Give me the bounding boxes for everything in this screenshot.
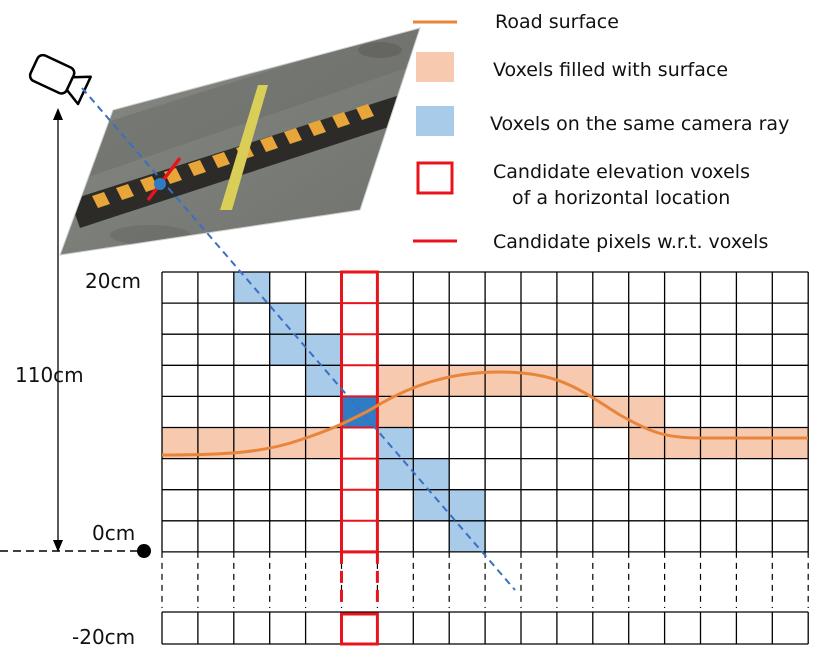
camera-height-label: 110cm	[15, 363, 84, 387]
height-axis	[0, 108, 151, 558]
legend-swatch-ray	[416, 106, 454, 136]
filled-voxel	[449, 365, 486, 397]
candidate-bottom-voxel	[340, 612, 379, 646]
legend-label-road-surface: Road surface	[495, 11, 619, 33]
candidate-pixels-segment	[146, 156, 182, 202]
filled-voxel	[377, 365, 414, 397]
camera-ray-line	[81, 87, 516, 591]
ray-hit-point-photo	[154, 178, 166, 190]
legend-label-filled: Voxels filled with surface	[493, 59, 728, 81]
ray-voxel	[305, 365, 342, 397]
filled-voxel	[485, 365, 521, 397]
filled-voxel	[736, 427, 773, 459]
filled-voxel	[664, 427, 701, 459]
road-photo	[59, 27, 421, 256]
legend-label-ray: Voxels on the same camera ray	[490, 113, 789, 135]
axis-zero-label: 0cm	[92, 521, 135, 545]
axis-top-label: 20cm	[85, 269, 141, 293]
filled-voxel	[233, 427, 270, 459]
speed-bump-stripes	[92, 104, 374, 208]
ray-voxel	[377, 458, 414, 490]
filled-voxel	[700, 427, 737, 459]
axis-bottom-label: -20cm	[72, 625, 135, 649]
legend-label-candidate-line1: Candidate elevation voxels	[493, 161, 750, 183]
ray-voxel	[413, 458, 450, 490]
filled-voxel	[772, 427, 809, 459]
filled-voxel	[521, 365, 557, 397]
ray-voxel	[377, 427, 414, 459]
camera-icon	[28, 53, 92, 106]
legend-label-candidate-line2: of a horizontal location	[512, 187, 730, 209]
legend-label-pixels: Candidate pixels w.r.t. voxels	[493, 231, 768, 253]
ray-voxel	[305, 334, 342, 366]
voxel-grid	[161, 270, 809, 646]
ray-voxel	[269, 334, 306, 366]
ray-voxel	[449, 489, 486, 521]
candidate-column-outline	[340, 270, 379, 554]
ray-voxel	[413, 489, 450, 521]
legend-swatch-filled	[416, 52, 454, 82]
ray-voxel	[449, 520, 486, 552]
road-surface-curve	[161, 370, 808, 457]
legend: Road surface Voxels filled with surface …	[413, 11, 789, 253]
ray-voxel	[269, 303, 306, 335]
legend-swatch-candidate	[416, 161, 454, 195]
origin-dot	[137, 544, 151, 558]
